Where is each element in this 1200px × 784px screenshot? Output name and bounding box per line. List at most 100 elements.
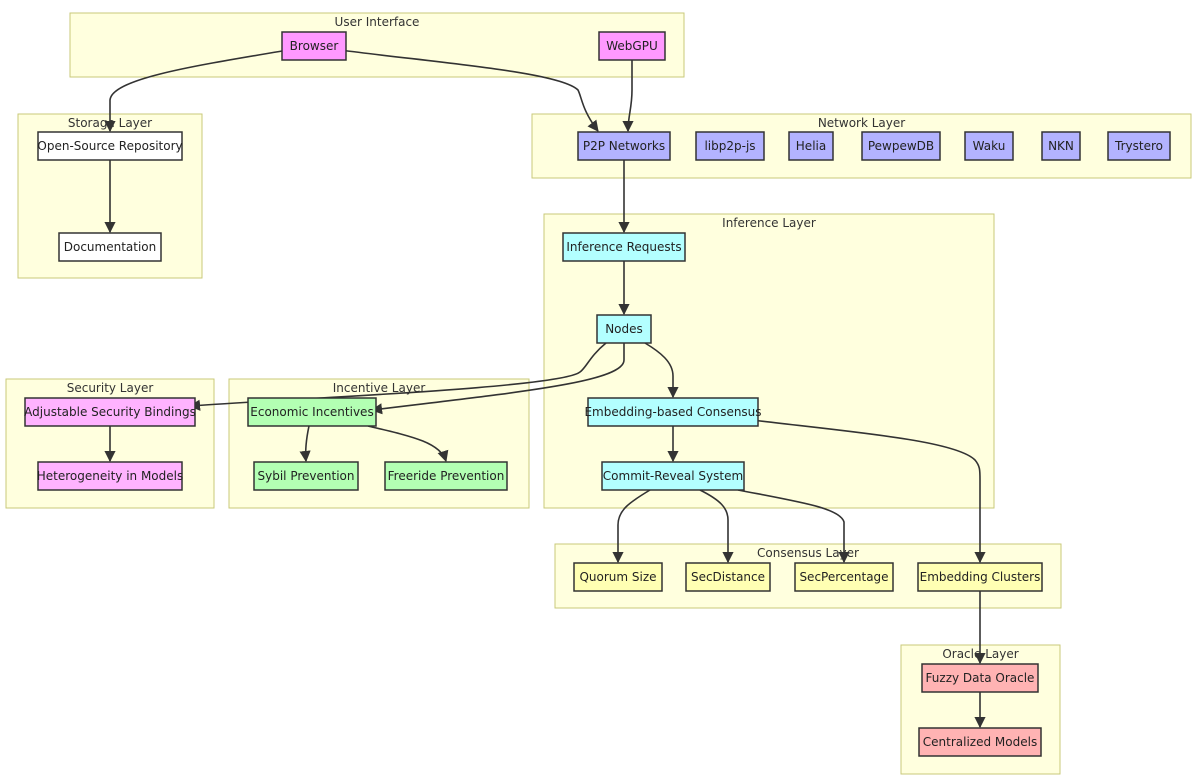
node-label: Helia [796,139,826,153]
edge-ebc-to-embclust [751,419,986,564]
node-box[interactable] [1107,131,1171,161]
node-label: Embedding Clusters [920,570,1041,584]
node-infreq[interactable]: Inference Requests [562,232,686,262]
node-box[interactable] [24,397,196,427]
cluster-box [69,12,685,78]
edge-crs-to-secpct [737,489,850,564]
node-docs[interactable]: Documentation [58,232,162,262]
edge-nodes-to-ebc [644,342,679,399]
node-webgpu[interactable]: WebGPU [598,31,666,61]
node-fuzzy[interactable]: Fuzzy Data Oracle [921,663,1039,693]
node-label: P2P Networks [583,139,665,153]
node-label: Freeride Prevention [388,469,505,483]
node-label: Quorum Size [579,570,656,584]
node-label: Inference Requests [566,240,681,254]
node-box[interactable] [918,727,1042,757]
node-waku[interactable]: Waku [964,131,1014,161]
node-p2p[interactable]: P2P Networks [577,131,671,161]
node-box[interactable] [598,31,666,61]
edge-econ-to-freeride [367,425,449,463]
node-box[interactable] [37,461,183,491]
cluster-label: Consensus Layer [757,546,859,560]
node-label: Embedding-based Consensus [584,405,761,419]
node-sybil[interactable]: Sybil Prevention [253,461,359,491]
node-trystero[interactable]: Trystero [1107,131,1171,161]
node-label: Waku [973,139,1006,153]
node-box[interactable] [253,461,359,491]
node-box[interactable] [788,131,834,161]
node-box[interactable] [921,663,1039,693]
node-libp2p[interactable]: libp2p-js [695,131,765,161]
node-box[interactable] [281,31,347,61]
node-helia[interactable]: Helia [788,131,834,161]
edge-crs-to-secdist [699,489,734,564]
node-box[interactable] [596,314,652,344]
cluster-label: Security Layer [67,381,154,395]
node-asb[interactable]: Adjustable Security Bindings [24,397,196,427]
node-box[interactable] [685,562,771,592]
node-box[interactable] [587,397,759,427]
node-label: Browser [290,39,339,53]
cluster-label: Network Layer [818,116,905,130]
node-nkn[interactable]: NKN [1041,131,1081,161]
node-econ[interactable]: Economic Incentives [247,397,377,427]
node-quorum[interactable]: Quorum Size [573,562,663,592]
node-crs[interactable]: Commit-Reveal System [601,461,745,491]
node-label: Fuzzy Data Oracle [926,671,1035,685]
node-het[interactable]: Heterogeneity in Models [37,461,183,491]
node-pewpew[interactable]: PewpewDB [861,131,941,161]
node-label: Documentation [64,240,157,254]
cluster-ui: User Interface [69,12,685,78]
node-label: libp2p-js [704,139,755,153]
node-label: Centralized Models [923,735,1037,749]
node-label: Economic Incentives [250,405,373,419]
edge-browser-to-repo [104,49,289,133]
node-label: Sybil Prevention [258,469,355,483]
node-label: Nodes [605,322,643,336]
node-box[interactable] [601,461,745,491]
node-central[interactable]: Centralized Models [918,727,1042,757]
node-label: PewpewDB [868,139,934,153]
edge-webgpu-to-p2p [622,60,634,133]
node-box[interactable] [562,232,686,262]
node-browser[interactable]: Browser [281,31,347,61]
node-label: Adjustable Security Bindings [24,405,196,419]
node-box[interactable] [384,461,508,491]
node-label: SecPercentage [799,570,888,584]
edge-econ-to-sybil [299,425,311,463]
node-box[interactable] [58,232,162,262]
node-box[interactable] [794,562,894,592]
node-box[interactable] [861,131,941,161]
node-box[interactable] [917,562,1043,592]
edge-crs-to-quorum [612,489,651,564]
node-box[interactable] [37,131,183,161]
node-box[interactable] [573,562,663,592]
node-label: NKN [1048,139,1074,153]
node-box[interactable] [1041,131,1081,161]
node-label: Open-Source Repository [37,139,182,153]
node-freeride[interactable]: Freeride Prevention [384,461,508,491]
node-secdist[interactable]: SecDistance [685,562,771,592]
node-label: Commit-Reveal System [603,469,743,483]
cluster-label: Inference Layer [722,216,816,230]
node-label: Trystero [1114,139,1163,153]
node-label: WebGPU [606,39,657,53]
node-secpct[interactable]: SecPercentage [794,562,894,592]
node-repo[interactable]: Open-Source Repository [37,131,183,161]
node-ebc[interactable]: Embedding-based Consensus [584,397,762,427]
cluster-box [543,213,995,509]
node-nodes[interactable]: Nodes [596,314,652,344]
node-box[interactable] [247,397,377,427]
node-box[interactable] [964,131,1014,161]
node-label: SecDistance [691,570,765,584]
node-embclust[interactable]: Embedding Clusters [917,562,1043,592]
cluster-inference: Inference Layer [543,213,995,509]
edge-browser-to-p2p [339,49,599,132]
node-box[interactable] [577,131,671,161]
node-box[interactable] [695,131,765,161]
edge-nodes-to-econ [370,343,625,415]
cluster-label: User Interface [335,15,420,29]
cluster-label: Incentive Layer [333,381,426,395]
node-label: Heterogeneity in Models [37,469,183,483]
